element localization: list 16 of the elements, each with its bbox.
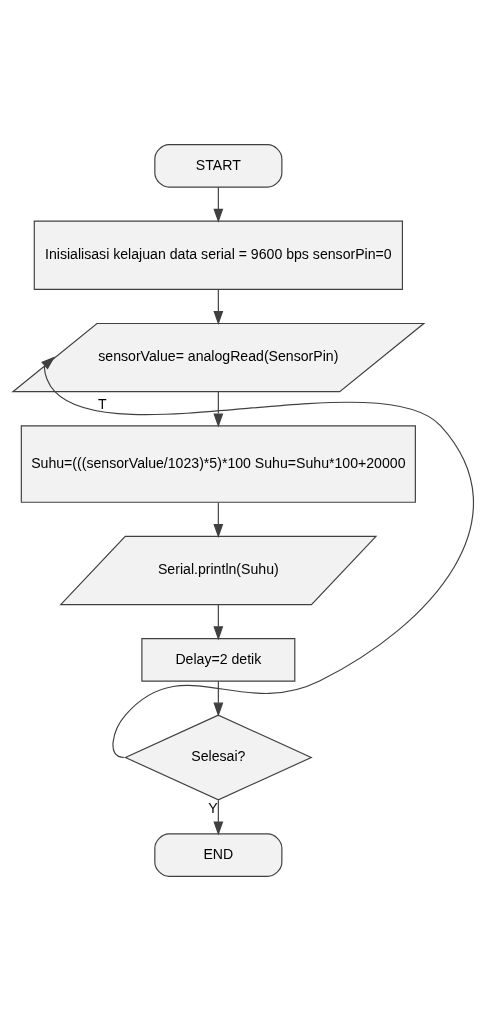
arrow [213,502,224,539]
arrow [213,289,224,326]
node-box: Delay=2 detik [141,638,296,682]
arrow [213,680,224,717]
arrow [41,356,474,759]
edge-label: Y [208,800,218,817]
node-box: Suhu=(((sensorValue/1023)*5)*100 Suhu=Suhu*100+20000 [20,425,416,503]
arrow [213,391,224,428]
edge-label: T [98,395,107,412]
node-diamond: Selesai? [124,714,313,801]
arrow [213,186,224,223]
node-box: Inisialisasi kelajuan data serial = 9600 bps sensorPin=0 [33,220,403,290]
node-box: START [154,144,283,188]
arrow [213,799,224,836]
node-box: END [154,833,283,877]
arrow [213,604,224,641]
